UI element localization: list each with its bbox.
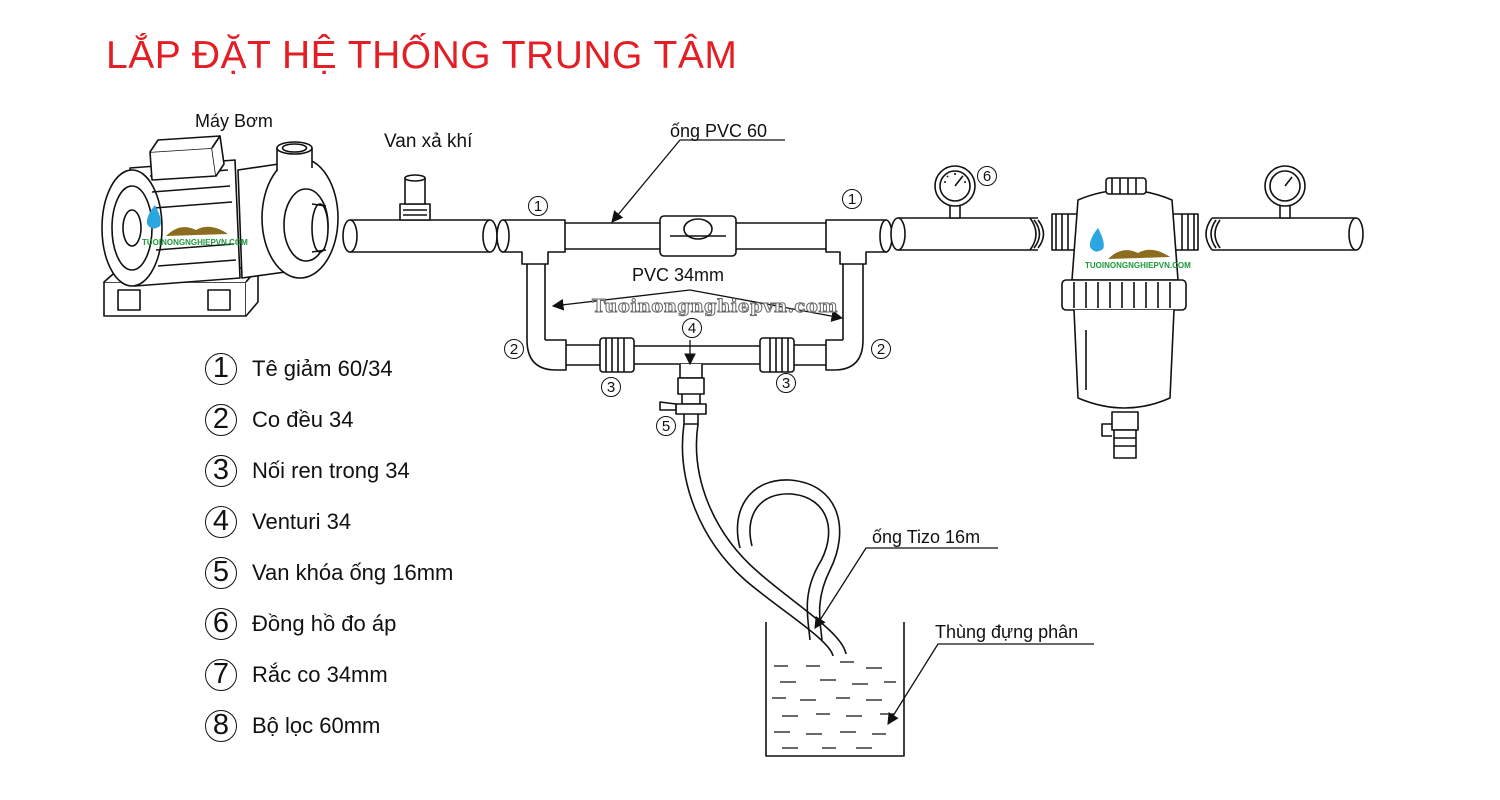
legend-text: Tê giảm 60/34	[252, 355, 393, 381]
callout-5: 5	[656, 416, 676, 436]
callout-4: 4	[682, 318, 702, 338]
watermark: Tuoinongnghiepvn.com	[592, 296, 838, 318]
legend-item: 5 Van khóa ống 16mm	[205, 547, 453, 598]
logo-graphic	[146, 205, 1170, 259]
legend-number: 5	[205, 556, 237, 589]
legend-item: 4 Venturi 34	[205, 496, 453, 547]
callout-1-left: 1	[528, 196, 548, 216]
pipe-gauge	[890, 165, 1045, 251]
pvc60-label: ống PVC 60	[670, 121, 768, 141]
tank-label: Thùng đựng phân	[935, 622, 1079, 642]
legend-text: Bộ lọc 60mm	[252, 712, 381, 738]
filter-drawing	[1051, 177, 1199, 459]
legend-text: Đồng hồ đo áp	[252, 610, 397, 636]
logo-text: TUOINONGNGHIEPVN.COM	[1085, 261, 1191, 270]
callout-1-right: 1	[842, 189, 862, 209]
legend-text: Van khóa ống 16mm	[252, 559, 454, 585]
legend-number: 3	[205, 454, 237, 487]
legend-text: Venturi 34	[252, 508, 352, 534]
legend-text: Rắc co 34mm	[252, 661, 388, 687]
pump-drawing	[101, 135, 339, 317]
callout-2-right: 2	[871, 339, 891, 359]
legend-number: 6	[205, 607, 237, 640]
pvc34-label: PVC 34mm	[632, 265, 725, 285]
callout-3-left: 3	[601, 377, 621, 397]
legend-number: 2	[205, 403, 237, 436]
manifold	[496, 215, 893, 425]
legend-text: Co đều 34	[252, 406, 354, 432]
legend-number: 7	[205, 658, 237, 691]
pipe-air-valve	[342, 174, 498, 253]
page-title: LẮP ĐẶT HỆ THỐNG TRUNG TÂM	[106, 34, 738, 77]
tizo-hose	[681, 423, 847, 657]
callout-2-left: 2	[504, 339, 524, 359]
legend-item: 3 Nối ren trong 34	[205, 445, 453, 496]
legend-number: 4	[205, 505, 237, 538]
legend-item: 8 Bộ lọc 60mm	[205, 700, 453, 751]
legend-number: 1	[205, 352, 237, 385]
legend-item: 7 Rắc co 34mm	[205, 649, 453, 700]
logo-text: TUOINONGNGHIEPVN.COM	[142, 238, 248, 247]
fertilizer-tank	[765, 622, 905, 757]
legend-number: 8	[205, 709, 237, 742]
pump-label: Máy Bơm	[195, 111, 273, 131]
parts-legend: 1 Tê giảm 60/34 2 Co đều 34 3 Nối ren tr…	[205, 343, 453, 751]
pipe-outlet	[1205, 165, 1364, 251]
air-valve-label: Van xả khí	[384, 131, 473, 152]
legend-item: 1 Tê giảm 60/34	[205, 343, 453, 394]
callout-3-right: 3	[776, 373, 796, 393]
tizo-hose-label: ống Tizo 16m	[872, 527, 981, 547]
legend-item: 6 Đồng hồ đo áp	[205, 598, 453, 649]
legend-item: 2 Co đều 34	[205, 394, 453, 445]
callout-6: 6	[977, 166, 997, 186]
legend-text: Nối ren trong 34	[252, 457, 410, 483]
